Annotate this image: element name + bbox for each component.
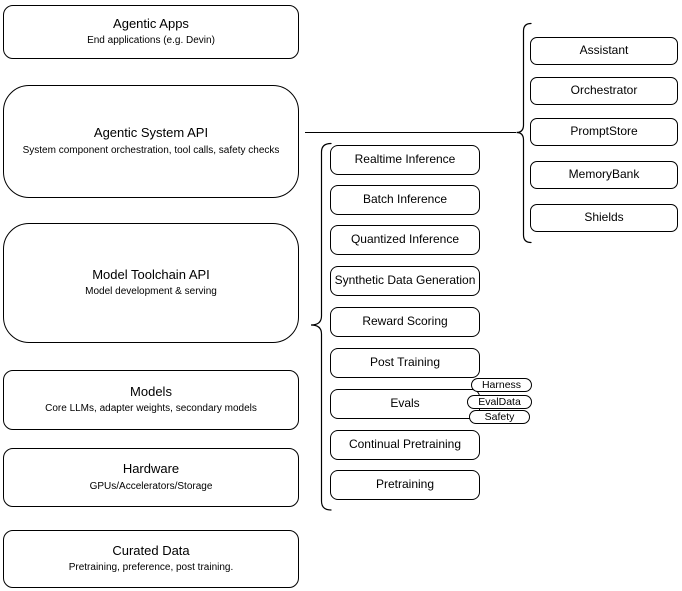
node-realtime-inference: Realtime Inference [330,145,480,175]
node-subtitle: Model development & serving [85,286,217,298]
node-synthetic-data-generation: Synthetic Data Generation [330,266,480,296]
node-evals: Evals [330,389,480,419]
node-quantized-inference: Quantized Inference [330,225,480,255]
node-label: Quantized Inference [350,232,460,247]
tag-label: EvalData [478,395,521,408]
node-label: Pretraining [375,477,435,492]
tag-label: Harness [481,378,522,391]
tag-label: Safety [484,410,515,423]
node-subtitle: Pretraining, preference, post training. [68,562,234,574]
node-assistant: Assistant [530,37,678,65]
node-label: Realtime Inference [354,152,456,167]
tag-harness: Harness [471,378,532,392]
node-agentic-system-api: Agentic System API System component orch… [3,85,299,198]
node-promptstore: PromptStore [530,118,678,146]
node-title: Curated Data [112,542,190,558]
node-label: Post Training [369,355,441,370]
node-label: PromptStore [570,124,638,139]
node-hardware: Hardware GPUs/Accelerators/Storage [3,448,299,507]
node-label: MemoryBank [568,167,640,182]
node-label: Evals [390,396,420,411]
node-memorybank: MemoryBank [530,161,678,189]
system-components-brace [516,22,532,244]
node-title: Models [130,383,172,399]
node-title: Agentic Apps [113,15,189,31]
node-continual-pretraining: Continual Pretraining [330,430,480,460]
node-title: Agentic System API [93,125,209,141]
toolchain-brace [310,142,332,511]
node-subtitle: Core LLMs, adapter weights, secondary mo… [45,403,257,415]
node-subtitle: End applications (e.g. Devin) [87,35,215,47]
node-curated-data: Curated Data Pretraining, preference, po… [3,530,299,588]
node-label: Continual Pretraining [348,437,462,452]
node-models: Models Core LLMs, adapter weights, secon… [3,370,299,430]
node-title: Model Toolchain API [92,266,210,282]
node-orchestrator: Orchestrator [530,77,678,105]
node-subtitle: System component orchestration, tool cal… [22,144,280,156]
node-label: Synthetic Data Generation [334,273,476,288]
node-batch-inference: Batch Inference [330,185,480,215]
node-label: Reward Scoring [362,314,448,329]
node-post-training: Post Training [330,348,480,378]
node-label: Orchestrator [570,83,638,98]
node-agentic-apps: Agentic Apps End applications (e.g. Devi… [3,5,299,59]
node-label: Assistant [579,43,629,58]
node-label: Batch Inference [362,192,448,207]
node-subtitle: GPUs/Accelerators/Storage [89,480,213,492]
node-model-toolchain-api: Model Toolchain API Model development & … [3,223,299,343]
tag-evaldata: EvalData [467,395,532,409]
node-pretraining: Pretraining [330,470,480,500]
node-shields: Shields [530,204,678,232]
node-reward-scoring: Reward Scoring [330,307,480,337]
node-title: Hardware [122,461,180,477]
node-label: Shields [584,210,624,225]
tag-safety: Safety [469,410,530,424]
